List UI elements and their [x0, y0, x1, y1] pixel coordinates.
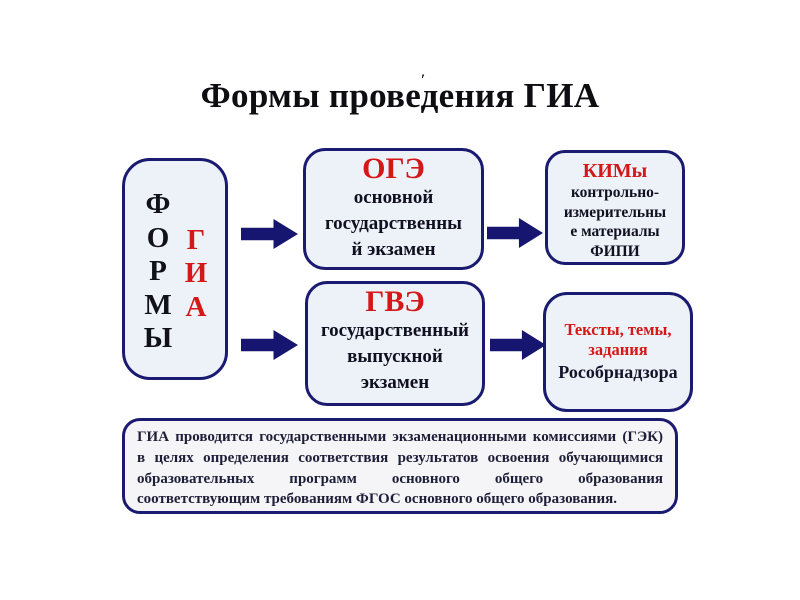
letter-row: Ы — [125, 322, 225, 356]
texts-dark-line: Рособрнадзора — [558, 361, 678, 382]
gve-line: государственный — [321, 320, 469, 341]
gia-letter: И — [184, 257, 208, 290]
note-line: в целях определения соответствия результ… — [137, 449, 663, 466]
kim-box: КИМы контрольно- измерительны е материал… — [545, 150, 685, 265]
forms-gia-box: Ф О Г Р И М А Ы — [122, 158, 228, 380]
kim-title: КИМы — [582, 160, 648, 182]
texts-red-line: Тексты, темы, — [564, 319, 672, 339]
formy-letter: М — [144, 288, 172, 321]
note-box: ГИА проводится государственными экзамена… — [122, 418, 678, 514]
texts-red-line: задания — [588, 339, 648, 359]
kim-line: е материалы — [570, 223, 660, 240]
oge-box-content: ОГЭ основной государственны й экзамен — [306, 151, 481, 267]
oge-box: ОГЭ основной государственны й экзамен — [303, 148, 484, 270]
formy-letter: Ы — [143, 322, 173, 355]
oge-line: основной — [353, 187, 434, 208]
letter-row: Ф — [125, 188, 225, 222]
formy-letter: Ф — [145, 188, 171, 221]
right-arrow-icon — [490, 330, 546, 360]
kim-line: измерительны — [563, 203, 667, 221]
oge-line: й экзамен — [351, 239, 436, 260]
note-line: образовательных программ основного общег… — [137, 470, 663, 487]
kim-line: ФИПИ — [590, 242, 640, 260]
letter-row: Р И — [125, 255, 225, 289]
gve-box-content: ГВЭ государственный выпускной экзамен — [308, 284, 482, 403]
texts-box: Тексты, темы, задания Рособрнадзора — [543, 292, 693, 412]
note-line: соответствующим требованиям ФГОС основно… — [137, 491, 617, 508]
letter-row: М А — [125, 289, 225, 323]
gve-line: выпускной — [347, 346, 443, 367]
gia-letter: А — [185, 290, 207, 323]
oge-line: государственны — [324, 213, 462, 234]
letter-row: О Г — [125, 222, 225, 256]
slide-title: Формы проведения ГИА — [200, 76, 600, 115]
formy-letter: Р — [149, 255, 167, 288]
gia-letter: Г — [186, 223, 206, 256]
formy-letter: О — [146, 221, 170, 254]
gve-title: ГВЭ — [365, 285, 425, 318]
texts-box-content: Тексты, темы, задания Рособрнадзора — [546, 295, 690, 409]
note-line: ГИА проводится государственными экзамена… — [137, 429, 663, 445]
oge-title: ОГЭ — [362, 152, 425, 185]
title-accent-mark: ʹ — [421, 72, 426, 88]
gve-box: ГВЭ государственный выпускной экзамен — [305, 281, 485, 406]
kim-line: контрольно- — [570, 184, 660, 201]
right-arrow-icon — [487, 218, 543, 248]
right-arrow-icon — [241, 330, 298, 360]
kim-box-content: КИМы контрольно- измерительны е материал… — [548, 153, 682, 262]
right-arrow-icon — [241, 219, 298, 249]
gve-line: экзамен — [360, 372, 430, 393]
